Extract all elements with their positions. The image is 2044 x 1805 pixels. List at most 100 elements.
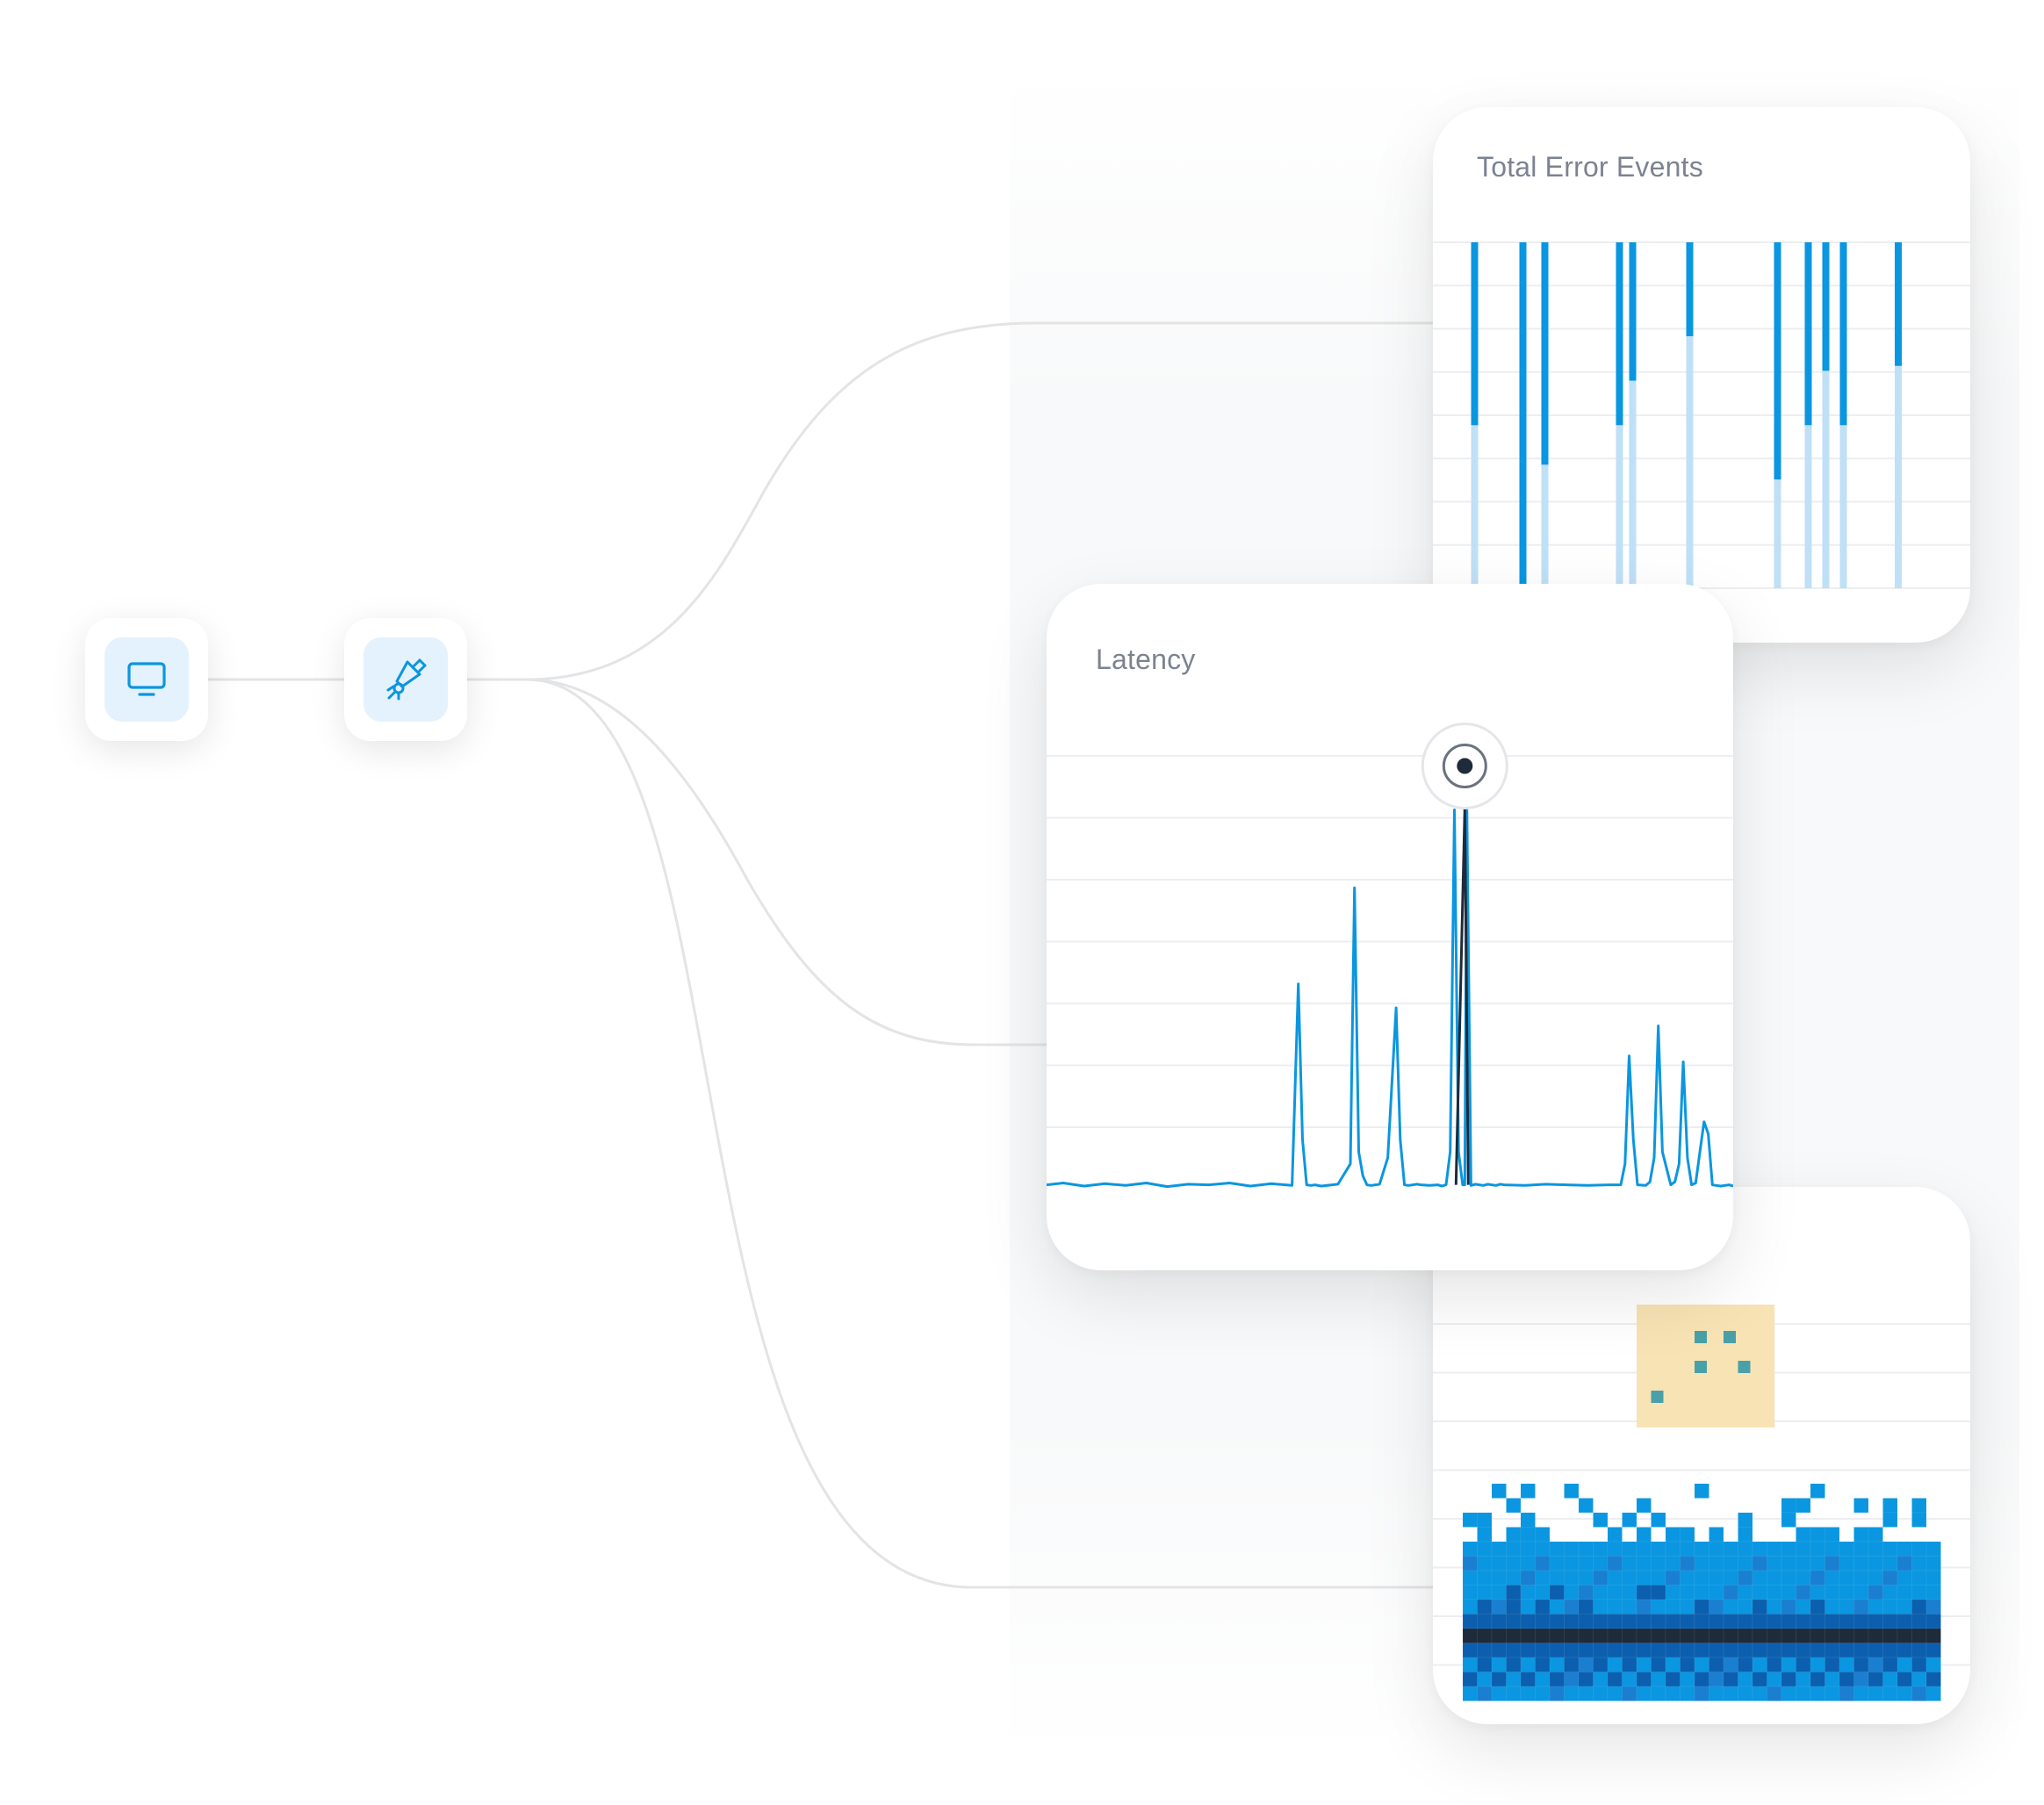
heatmap-cell — [1462, 1556, 1478, 1571]
error-events-title: Total Error Events — [1477, 151, 1703, 183]
heatmap-cell — [1477, 1570, 1493, 1586]
heatmap-cell — [1781, 1628, 1796, 1643]
heatmap-cell — [1549, 1556, 1565, 1571]
heatmap-cell — [1752, 1643, 1767, 1658]
heatmap-cell — [1738, 1527, 1753, 1543]
telescope-node[interactable] — [344, 618, 467, 741]
heatmap-cell — [1709, 1527, 1724, 1543]
heatmap-cell — [1564, 1541, 1580, 1557]
heatmap-cell — [1767, 1614, 1782, 1629]
heatmap-cell — [1796, 1628, 1811, 1643]
heatmap-cell — [1651, 1585, 1666, 1600]
heatmap-cell — [1680, 1628, 1695, 1643]
heatmap-cell — [1651, 1657, 1666, 1672]
heatmap-cell — [1896, 1556, 1912, 1571]
heatmap-cell — [1636, 1628, 1652, 1643]
heatmap-cell — [1694, 1483, 1709, 1499]
heatmap-cell — [1535, 1643, 1551, 1658]
heatmap-cell — [1911, 1628, 1927, 1643]
heatmap-cell — [1796, 1643, 1811, 1658]
heatmap-cell — [1506, 1614, 1522, 1629]
heatmap-cell — [1781, 1570, 1796, 1586]
heatmap-cell — [1824, 1527, 1840, 1543]
heatmap-cell — [1709, 1541, 1724, 1557]
heatmap-cell — [1896, 1643, 1912, 1658]
heatmap-cell — [1491, 1614, 1507, 1629]
error-events-card: Total Error Events — [1433, 107, 1970, 643]
heatmap-cell — [1810, 1672, 1825, 1687]
heatmap-cell — [1853, 1657, 1869, 1672]
heatmap-cell — [1767, 1585, 1782, 1600]
heatmap-cell — [1607, 1585, 1623, 1600]
heatmap-cell — [1810, 1657, 1825, 1672]
error-bar-light — [1629, 242, 1637, 588]
heatmap-cell — [1824, 1585, 1840, 1600]
heatmap-cell — [1911, 1672, 1927, 1687]
heatmap-cell — [1622, 1570, 1637, 1586]
heatmap-cell — [1882, 1657, 1898, 1672]
heatmap-cell — [1896, 1541, 1912, 1557]
heatmap-cell — [1810, 1628, 1825, 1643]
heatmap-cell — [1506, 1657, 1522, 1672]
heatmap-cell — [1622, 1686, 1637, 1701]
heatmap-cell — [1839, 1570, 1854, 1586]
heatmap-cell — [1723, 1686, 1738, 1701]
heatmap-cell — [1549, 1585, 1565, 1600]
heatmap-cell — [1752, 1570, 1767, 1586]
error-bar — [1822, 242, 1830, 371]
heatmap-highlight-cell — [1651, 1391, 1664, 1403]
heatmap-highlight-cell — [1724, 1331, 1736, 1343]
heatmap-cell — [1709, 1556, 1724, 1571]
heatmap-cell — [1506, 1556, 1522, 1571]
heatmap-cell — [1651, 1512, 1666, 1528]
heatmap-cell — [1680, 1643, 1695, 1658]
heatmap-cell — [1506, 1643, 1522, 1658]
heatmap-cell — [1520, 1512, 1536, 1528]
heatmap-cell — [1738, 1570, 1753, 1586]
heatmap-cell — [1767, 1686, 1782, 1701]
heatmap-cell — [1607, 1541, 1623, 1557]
heatmap-cell — [1593, 1541, 1609, 1557]
error-bar — [1616, 242, 1623, 426]
heatmap-cell — [1781, 1599, 1796, 1614]
heatmap-cell — [1520, 1643, 1536, 1658]
heatmap-cell — [1578, 1599, 1594, 1614]
heatmap-cell — [1491, 1672, 1507, 1687]
heatmap-cell — [1636, 1527, 1652, 1543]
heatmap-cell — [1491, 1585, 1507, 1600]
heatmap-cell — [1796, 1672, 1811, 1687]
heatmap-cell — [1796, 1599, 1811, 1614]
heatmap-cell — [1824, 1599, 1840, 1614]
heatmap-cell — [1868, 1657, 1883, 1672]
heatmap-cell — [1680, 1527, 1695, 1543]
heatmap-cell — [1535, 1585, 1551, 1600]
heatmap-cell — [1824, 1643, 1840, 1658]
heatmap-cell — [1607, 1643, 1623, 1658]
heatmap-cell — [1549, 1570, 1565, 1586]
connector-to-errors — [467, 321, 1440, 681]
heatmap-cell — [1709, 1628, 1724, 1643]
heatmap-cell — [1911, 1686, 1927, 1701]
heatmap-cell — [1462, 1512, 1478, 1528]
heatmap-cell — [1839, 1672, 1854, 1687]
heatmap-cell — [1810, 1585, 1825, 1600]
monitor-node[interactable] — [85, 618, 208, 741]
heatmap-cell — [1882, 1556, 1898, 1571]
heatmap-cell — [1593, 1599, 1609, 1614]
heatmap-cell — [1564, 1483, 1580, 1499]
heatmap-cell — [1665, 1614, 1681, 1629]
heatmap-cell — [1477, 1686, 1493, 1701]
error-events-chart — [1433, 241, 1970, 589]
connector-to-latency — [467, 678, 1054, 1046]
heatmap-cell — [1506, 1498, 1522, 1514]
heatmap-cell — [1622, 1599, 1637, 1614]
heatmap-cell — [1796, 1585, 1811, 1600]
heatmap-cell — [1636, 1643, 1652, 1658]
heatmap-cell — [1810, 1643, 1825, 1658]
heatmap-cell — [1911, 1512, 1927, 1528]
heatmap-cell — [1520, 1686, 1536, 1701]
latency-marker-dot[interactable] — [1457, 758, 1473, 774]
heatmap-cell — [1680, 1672, 1695, 1687]
heatmap-cell — [1796, 1614, 1811, 1629]
heatmap-cell — [1462, 1672, 1478, 1687]
